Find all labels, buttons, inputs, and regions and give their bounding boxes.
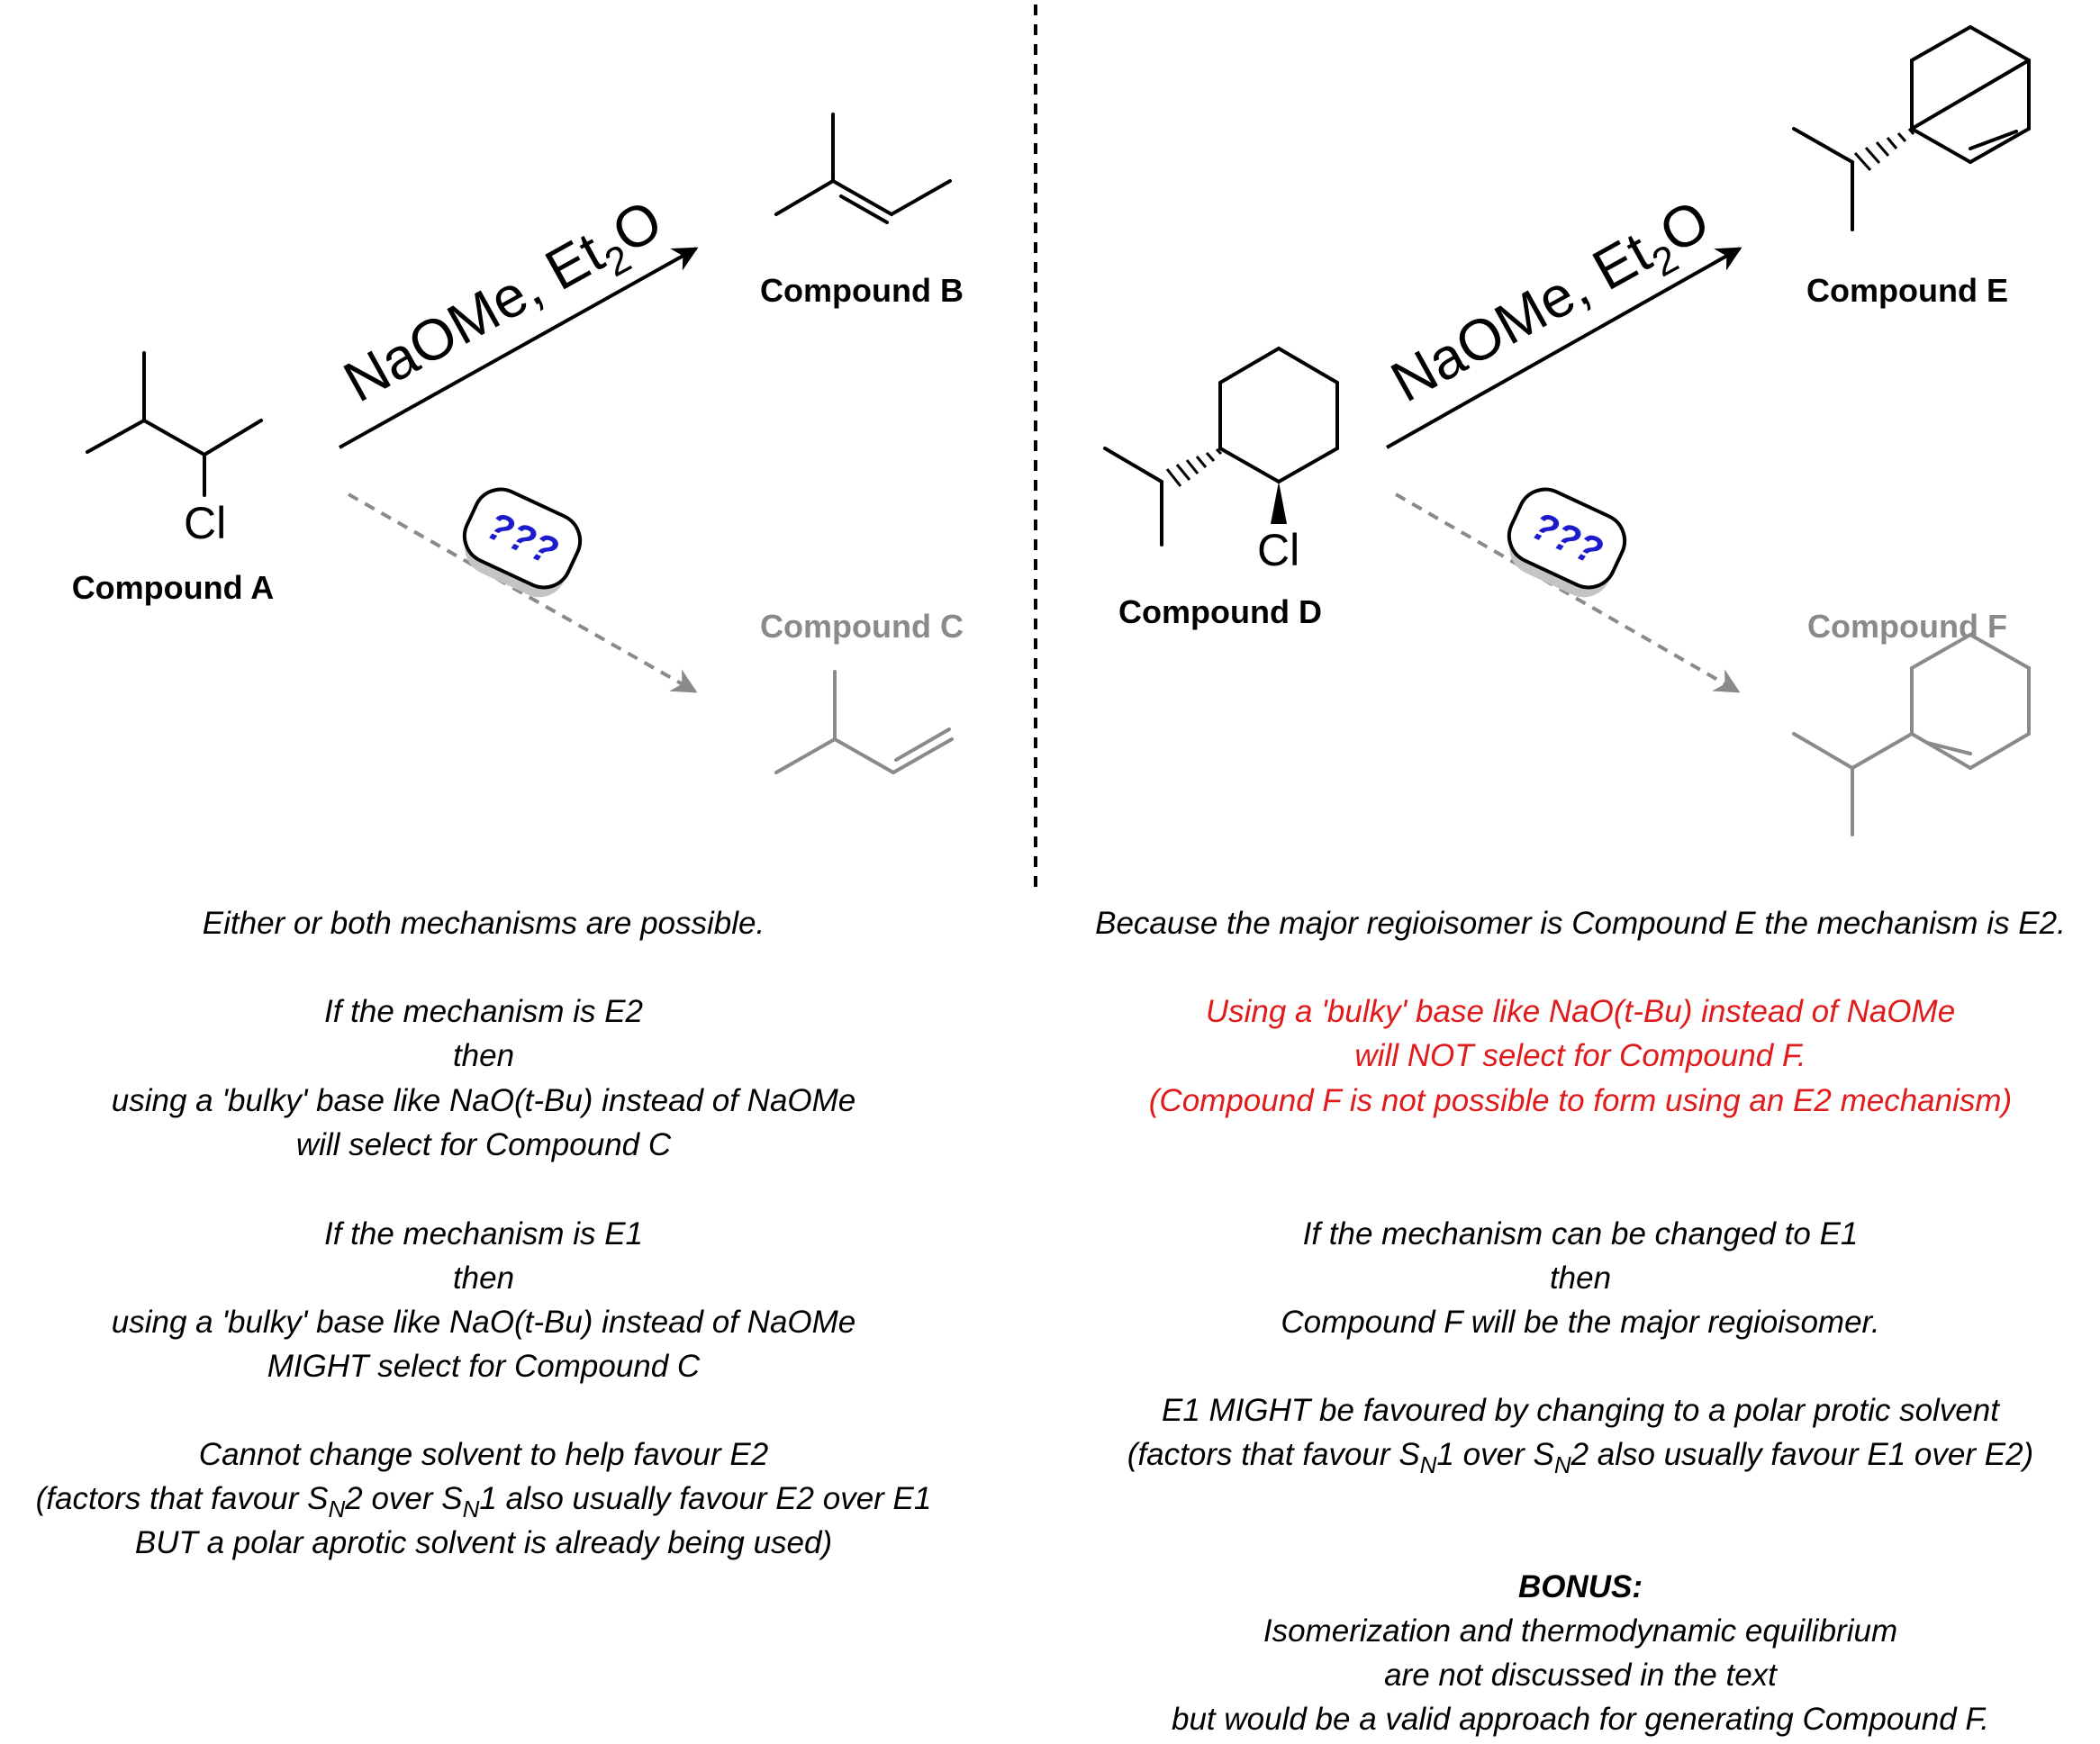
compound-b-label: Compound B bbox=[760, 272, 964, 309]
svg-text:will select for Compound C: will select for Compound C bbox=[296, 1127, 672, 1162]
compound-e-structure bbox=[1792, 25, 2031, 231]
left-notes: Either or both mechanisms are possible. … bbox=[36, 906, 932, 1560]
compound-a-structure bbox=[86, 351, 263, 497]
compound-d-wedge-bond bbox=[1271, 482, 1287, 524]
right-notes: Because the major regioisomer is Compoun… bbox=[1095, 906, 2066, 1737]
compound-b-structure bbox=[774, 113, 952, 224]
svg-text:BUT a polar aprotic solvent is: BUT a polar aprotic solvent is already b… bbox=[135, 1525, 832, 1560]
svg-text:(factors that favour SN1 over: (factors that favour SN1 over SN2 also u… bbox=[1127, 1437, 2033, 1478]
svg-text:will NOT select for Compound F: will NOT select for Compound F. bbox=[1354, 1038, 1806, 1073]
svg-text:then: then bbox=[453, 1038, 514, 1073]
compound-c-structure bbox=[774, 670, 954, 774]
svg-text:Using a 'bulky' base like NaO(: Using a 'bulky' base like NaO(t-Bu) inst… bbox=[1206, 994, 1955, 1029]
compound-d-hashed-bond bbox=[1165, 447, 1223, 487]
svg-text:(factors that favour SN2 over: (factors that favour SN2 over SN1 also u… bbox=[36, 1481, 932, 1523]
left-dashed-arrow bbox=[348, 492, 698, 693]
right-dashed-arrow bbox=[1395, 492, 1741, 693]
svg-text:using a 'bulky' base like NaO(: using a 'bulky' base like NaO(t-Bu) inst… bbox=[112, 1305, 856, 1340]
compound-d-label: Compound D bbox=[1118, 593, 1322, 630]
compound-d-cl-atom: Cl bbox=[1257, 525, 1299, 575]
right-reagent: NaOMe, Et2O bbox=[1380, 187, 1725, 424]
svg-text:Either or both mechanisms are: Either or both mechanisms are possible. bbox=[203, 906, 765, 941]
compound-e-label: Compound E bbox=[1806, 272, 2008, 309]
svg-text:Isomerization and thermodynami: Isomerization and thermodynamic equilibr… bbox=[1263, 1613, 1897, 1649]
compound-e-hashed-bond bbox=[1853, 128, 1915, 172]
right-main-arrow bbox=[1386, 247, 1742, 449]
svg-text:then: then bbox=[1550, 1261, 1611, 1296]
svg-text:If the mechanism can be change: If the mechanism can be changed to E1 bbox=[1303, 1216, 1859, 1252]
compound-a-label: Compound A bbox=[72, 569, 275, 606]
svg-text:but would be a valid approach: but would be a valid approach for genera… bbox=[1172, 1702, 1989, 1737]
svg-text:BONUS:: BONUS: bbox=[1518, 1569, 1643, 1604]
compound-d-structure bbox=[1103, 347, 1339, 547]
svg-text:Cannot change solvent to help: Cannot change solvent to help favour E2 bbox=[199, 1437, 768, 1472]
svg-text:Because the major regioisomer: Because the major regioisomer is Compoun… bbox=[1095, 906, 2066, 941]
left-main-arrow bbox=[339, 247, 699, 449]
svg-text:MIGHT select for Compound C: MIGHT select for Compound C bbox=[267, 1349, 701, 1384]
svg-text:then: then bbox=[453, 1261, 514, 1296]
svg-text:If the mechanism is E2: If the mechanism is E2 bbox=[324, 994, 643, 1029]
compound-a-cl-atom: Cl bbox=[184, 498, 226, 548]
svg-text:using a 'bulky' base like NaO(: using a 'bulky' base like NaO(t-Bu) inst… bbox=[112, 1083, 856, 1118]
svg-text:are not discussed in the text: are not discussed in the text bbox=[1384, 1658, 1778, 1693]
svg-text:If the mechanism is E1: If the mechanism is E1 bbox=[324, 1216, 643, 1252]
right-unknown-badge: ??? bbox=[1507, 487, 1627, 598]
svg-text:(Compound F is not possible to: (Compound F is not possible to form usin… bbox=[1149, 1083, 2012, 1118]
left-reagent: NaOMe, Et2O bbox=[333, 187, 678, 424]
left-unknown-badge: ??? bbox=[462, 487, 583, 598]
compound-c-label: Compound C bbox=[760, 608, 964, 645]
compound-f-structure bbox=[1792, 633, 2031, 836]
svg-text:Compound F will be the major r: Compound F will be the major regioisomer… bbox=[1281, 1305, 1879, 1340]
svg-text:E1 MIGHT be favoured by changi: E1 MIGHT be favoured by changing to a po… bbox=[1162, 1393, 2000, 1428]
